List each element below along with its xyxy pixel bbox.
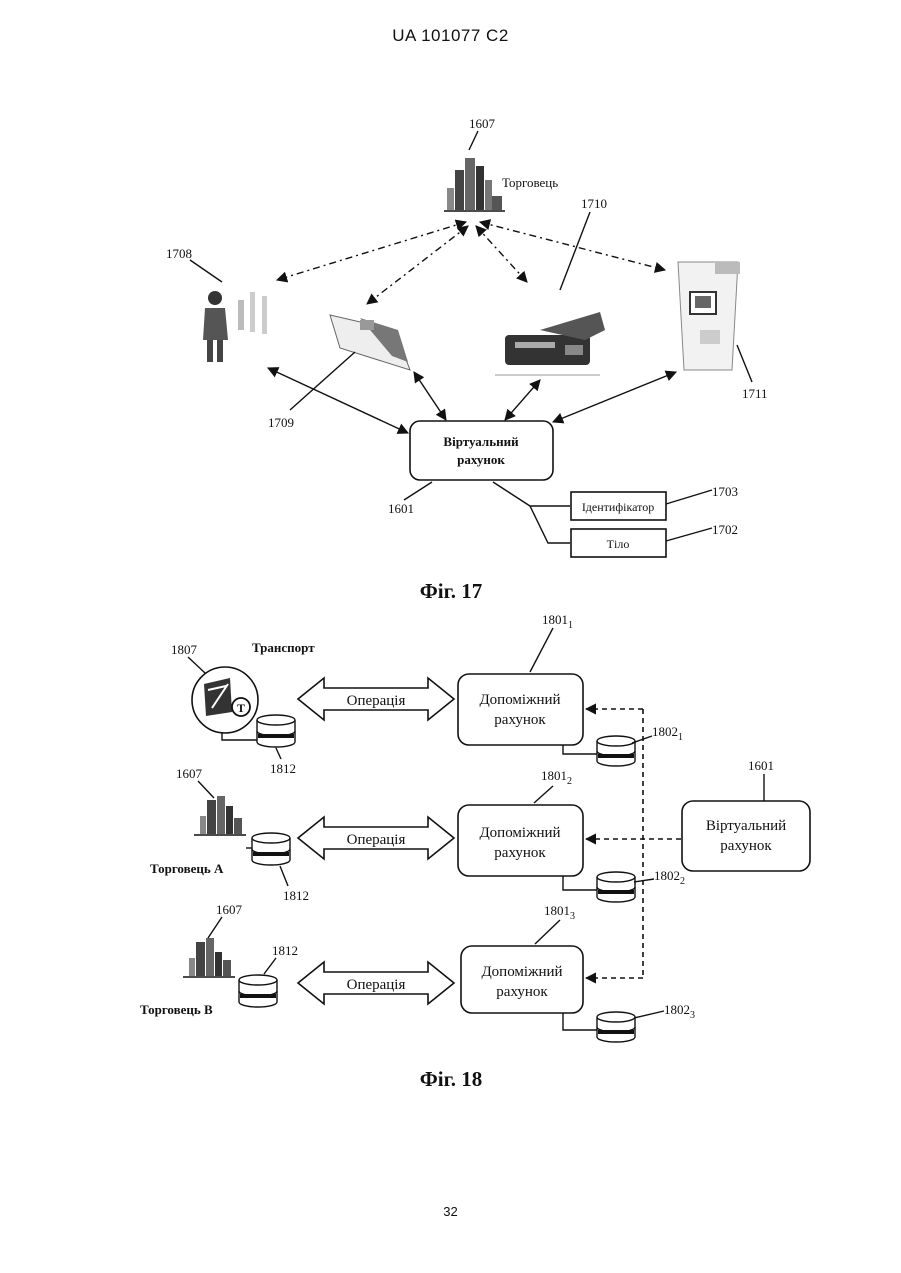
- page-number: 32: [0, 1204, 901, 1219]
- operation-label-1: Операція: [347, 693, 406, 709]
- operation-label-3: Операція: [347, 977, 406, 993]
- connector-aux3-db: [563, 1013, 597, 1030]
- connector-transport-db: [222, 733, 257, 740]
- leader-1703: [666, 490, 712, 504]
- leader-1702: [666, 528, 712, 541]
- sewing-machine-icon: [495, 312, 605, 375]
- ref-1607: 1607: [469, 116, 496, 131]
- operation-label-2: Операція: [347, 832, 406, 848]
- ref-1802-2: 18022: [654, 868, 685, 887]
- ref-1802-3: 18023: [664, 1002, 695, 1021]
- body-label: Тіло: [607, 537, 630, 551]
- person-icon: [203, 291, 267, 362]
- link-atm-account: [553, 372, 676, 422]
- merchant-buildings-icon: [183, 938, 235, 977]
- figure-18: T 1807 Транспорт 1812 1607 Торговець А: [140, 612, 810, 1091]
- link-sewing-account: [505, 380, 540, 420]
- ref-1807: 1807: [171, 642, 198, 657]
- ref-1812-a: 1812: [270, 761, 296, 776]
- leader-1710: [560, 212, 590, 290]
- aux-account-label-2b: рахунок: [494, 845, 546, 861]
- connector-body: [530, 506, 570, 543]
- operation-arrow-1: Операція: [298, 678, 454, 720]
- ref-1801-3: 18013: [544, 903, 575, 922]
- connector-identifier: [493, 482, 570, 506]
- transport-icon: T: [192, 667, 258, 733]
- virtual-account-box-18: [682, 801, 810, 871]
- leader-1802-2: [634, 879, 654, 882]
- link-merchant-atm: [480, 222, 665, 270]
- database-icon: [239, 975, 277, 1007]
- leader-1801-3: [535, 920, 560, 944]
- ref-1601: 1601: [388, 501, 414, 516]
- aux-account-label-2a: Допоміжний: [479, 825, 560, 841]
- ref-1601-18: 1601: [748, 758, 774, 773]
- leader-1812-b: [280, 866, 288, 886]
- leader-1812-c: [264, 958, 276, 974]
- identifier-label: Ідентифікатор: [582, 500, 654, 514]
- virtual-account-label-1: Віртуальний: [443, 434, 519, 449]
- leader-1711: [737, 345, 752, 382]
- database-icon: [597, 736, 635, 766]
- virtual-account-18-label-1: Віртуальний: [706, 818, 786, 834]
- leader-1802-3: [634, 1011, 664, 1018]
- database-icon: [257, 715, 295, 747]
- card-reader-icon: [330, 315, 410, 370]
- svg-text:T: T: [237, 701, 245, 715]
- link-merchant-sewing: [476, 226, 527, 282]
- ref-1702: 1702: [712, 522, 738, 537]
- leader-1812-a: [276, 748, 281, 759]
- database-icon: [597, 1012, 635, 1042]
- ref-1812-c: 1812: [272, 943, 298, 958]
- ref-1607-a: 1607: [176, 766, 203, 781]
- merchant-buildings-icon: [194, 796, 246, 835]
- ref-1710: 1710: [581, 196, 607, 211]
- link-cardreader-account: [414, 372, 446, 420]
- atm-icon: [678, 262, 740, 370]
- leader-1708: [190, 260, 222, 282]
- leader-1607: [469, 131, 478, 150]
- leader-1807: [188, 657, 205, 673]
- virtual-account-18-label-2: рахунок: [720, 838, 772, 854]
- merchant-label: Торговець: [502, 175, 558, 190]
- leader-1607-a: [198, 781, 214, 798]
- leader-1801-2: [534, 786, 553, 803]
- connector-aux1-db: [563, 745, 597, 754]
- ref-1801-2: 18012: [541, 768, 572, 787]
- leader-1709: [290, 352, 355, 410]
- operation-arrow-3: Операція: [298, 962, 454, 1004]
- figure-17: Торговець 1607 1708 1709: [166, 116, 768, 603]
- merchant-a-label: Торговець А: [150, 861, 224, 876]
- link-merchant-cardreader: [367, 226, 468, 304]
- database-icon: [252, 833, 290, 865]
- figure-18-caption: Фіг. 18: [420, 1067, 483, 1091]
- leader-1607-b: [208, 917, 222, 938]
- aux-account-box-1: [458, 674, 583, 745]
- leader-1601: [404, 482, 432, 500]
- link-merchant-person: [277, 222, 466, 280]
- merchant-b-label: Торговець В: [140, 1002, 213, 1017]
- connector-aux2-db: [563, 876, 597, 890]
- ref-1703: 1703: [712, 484, 738, 499]
- aux-account-label-1b: рахунок: [494, 712, 546, 728]
- ref-1709: 1709: [268, 415, 294, 430]
- virtual-account-label-2: рахунок: [457, 452, 505, 467]
- ref-1607-b: 1607: [216, 902, 243, 917]
- merchant-buildings-icon: [444, 158, 505, 211]
- virtual-account-box: [410, 421, 553, 480]
- ref-1802-1: 18021: [652, 724, 683, 743]
- ref-1812-b: 1812: [283, 888, 309, 903]
- ref-1711: 1711: [742, 386, 768, 401]
- transport-label: Транспорт: [252, 640, 315, 655]
- database-icon: [597, 872, 635, 902]
- ref-1801-1: 18011: [542, 612, 573, 631]
- ref-1708: 1708: [166, 246, 192, 261]
- leader-1801-1: [530, 628, 553, 672]
- figure-17-caption: Фіг. 17: [420, 579, 483, 603]
- operation-arrow-2: Операція: [298, 817, 454, 859]
- aux-account-label-3a: Допоміжний: [481, 964, 562, 980]
- aux-account-label-1a: Допоміжний: [479, 692, 560, 708]
- aux-account-label-3b: рахунок: [496, 984, 548, 1000]
